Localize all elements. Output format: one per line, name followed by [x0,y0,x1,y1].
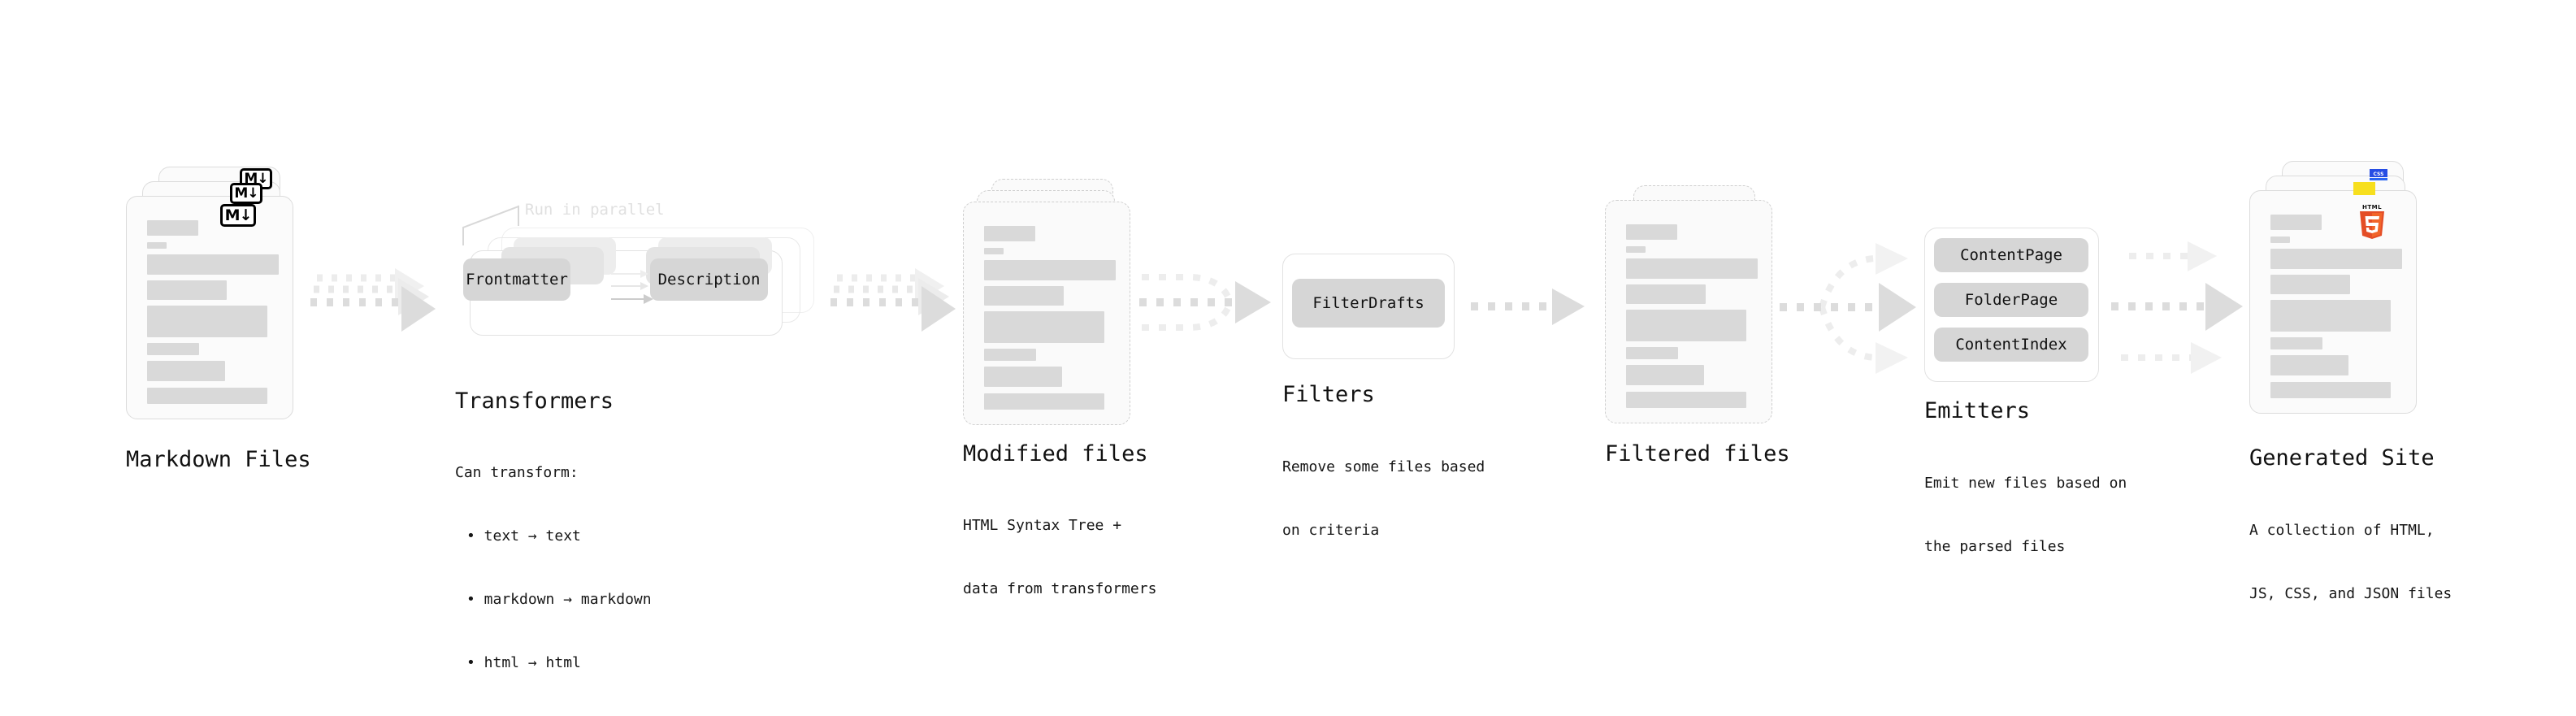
caption-item: • text → text [466,527,581,545]
skeleton-line [2270,355,2348,375]
skeleton-line [984,349,1036,361]
caption-line: data from transformers [963,580,1157,597]
css3-icon: CSS [2370,169,2387,180]
skeleton-line [2270,249,2402,269]
pipeline-diagram: M↓ M↓ M↓ Markdown Files Run in parallel [126,161,2452,671]
plugin-label: Frontmatter [466,271,568,289]
markdown-icon: M↓ [230,183,262,204]
caption-line: JS, CSS, and JSON files [2249,585,2452,602]
skeleton-line [984,367,1062,387]
stage-title-generated-site: Generated Site [2249,445,2435,471]
skeleton-line [2270,300,2391,332]
caption-head: Can transform: [455,464,579,481]
skeleton-line [147,388,267,404]
stage-title-modified-files: Modified files [963,441,1148,466]
transformer-plugin-frontmatter[interactable]: Frontmatter [463,258,570,301]
skeleton-line [1626,347,1678,359]
stage-caption-emitters: Emit new files based on the parsed files [1924,431,2127,600]
skeleton-line [984,393,1104,410]
stage-caption-transformers: Can transform: • text → text • markdown … [455,420,652,716]
generated-site-stack: CSS HTML [2249,161,2444,437]
modified-files-stack [963,179,1150,439]
caption-item: • markdown → markdown [466,591,652,608]
skeleton-line [1626,365,1704,385]
plugin-label: Description [657,271,761,289]
parallel-bracket [462,205,519,245]
skeleton-line [147,306,267,337]
stage-title-markdown-files: Markdown Files [126,447,311,472]
emitter-plugin-contentindex[interactable]: ContentIndex [1934,328,2088,362]
plugin-label: ContentPage [1960,246,2062,264]
skeleton-line [147,361,225,381]
caption-line: Emit new files based on [1924,475,2127,492]
markdown-icon: M↓ [220,204,256,227]
stage-title-filters: Filters [1282,382,1375,407]
run-in-parallel-label: Run in parallel [525,201,665,219]
plugin-label: FolderPage [1964,291,2058,309]
skeleton-line [1626,392,1746,408]
caption-line: Remove some files based [1282,458,1485,475]
connector-md-to-transformers [310,268,436,332]
skeleton-line [1626,246,1646,253]
file-card-front [963,202,1130,425]
skeleton-line [1626,224,1677,240]
skeleton-line [984,311,1104,343]
skeleton-line [2270,215,2322,230]
file-card-front [1605,200,1772,423]
connector-modified-to-filters [1139,274,1271,331]
html5-icon: HTML [2360,204,2384,239]
skeleton-line [147,242,167,249]
stage-caption-filters: Remove some files based on criteria [1282,414,1485,584]
skeleton-line [2270,236,2290,243]
plugin-label: ContentIndex [1955,336,2067,354]
connector-filters-to-filtered [1471,289,1585,325]
skeleton-line [147,254,279,275]
skeleton-line [984,226,1035,241]
connector-filtered-to-emitters [1780,243,1916,374]
caption-line: A collection of HTML, [2249,522,2435,539]
skeleton-line [2270,275,2350,294]
svg-text:HTML: HTML [2362,204,2382,210]
stage-title-emitters: Emitters [1924,398,2031,423]
filtered-files-stack [1605,185,1792,445]
caption-line: the parsed files [1924,538,2066,555]
emitter-plugin-folderpage[interactable]: FolderPage [1934,283,2088,317]
svg-text:CSS: CSS [2374,171,2384,177]
connector-transformers-to-modified [830,268,956,332]
skeleton-line [2270,382,2391,398]
transformer-inner-arrows [611,270,653,304]
stage-caption-modified-files: HTML Syntax Tree + data from transformer… [963,473,1156,642]
skeleton-line [147,220,198,236]
file-card-front [126,196,293,419]
skeleton-line [147,280,227,300]
skeleton-line [984,248,1004,254]
emitter-plugin-contentpage[interactable]: ContentPage [1934,238,2088,272]
caption-line: HTML Syntax Tree + [963,517,1122,534]
markdown-files-stack: M↓ M↓ M↓ [126,167,313,435]
caption-item: • html → html [466,654,581,671]
skeleton-line [1626,284,1706,304]
file-card-front [2249,190,2417,414]
skeleton-line [147,343,199,355]
transformer-plugin-description[interactable]: Description [650,258,768,301]
skeleton-line [984,286,1064,306]
plugin-label: FilterDrafts [1312,294,1425,312]
skeleton-line [984,260,1116,280]
stage-title-transformers: Transformers [455,388,614,414]
caption-line: on criteria [1282,522,1380,539]
stage-caption-generated-site: A collection of HTML, JS, CSS, and JSON … [2249,478,2452,647]
stage-title-filtered-files: Filtered files [1605,441,1790,466]
connector-emitters-to-site [2111,241,2243,374]
filter-plugin-filterdrafts[interactable]: FilterDrafts [1292,279,1445,328]
skeleton-line [1626,258,1758,279]
skeleton-line [2270,337,2322,349]
skeleton-line [1626,310,1746,341]
javascript-icon [2353,182,2375,195]
